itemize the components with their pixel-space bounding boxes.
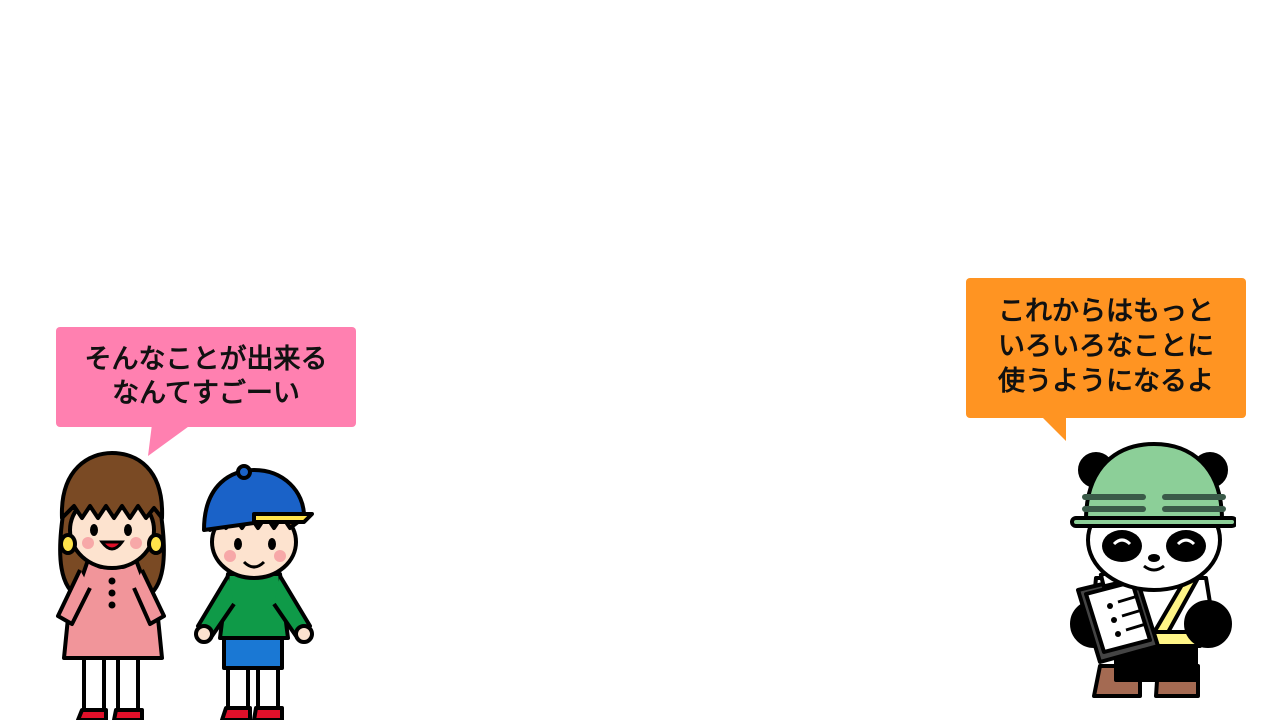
panda-bubble-line-2: いろいろなことに — [998, 331, 1214, 362]
kids-bubble-tail — [148, 424, 192, 456]
panda-bubble-tail — [1040, 415, 1066, 441]
panda-bubble-line-1: これからはもっと — [998, 296, 1214, 327]
girl-character-icon — [56, 451, 166, 720]
kids-speech-bubble: そんなことが出来る なんてすごーい — [56, 327, 356, 427]
panda-bubble-line-3: 使うようになるよ — [998, 366, 1214, 397]
kids-bubble-line-1: そんなことが出来る — [84, 344, 328, 375]
boy-character-icon — [194, 464, 314, 720]
panda-speech-bubble: これからはもっと いろいろなことに 使うようになるよ — [966, 278, 1246, 418]
panda-worker-icon — [1070, 441, 1236, 698]
kids-bubble-line-2: なんてすごーい — [112, 378, 300, 409]
